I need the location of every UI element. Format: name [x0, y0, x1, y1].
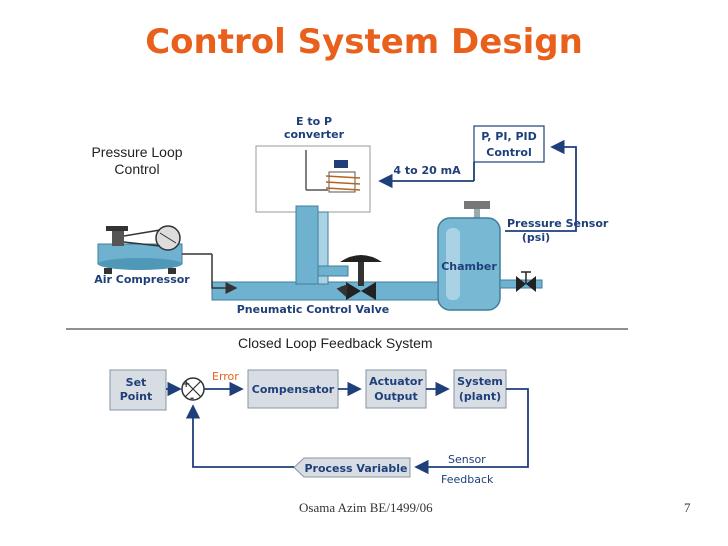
sensor-feedback-label-line1: Sensor	[448, 453, 486, 466]
pneumatic-valve-icon	[336, 255, 382, 300]
signal-label: 4 to 20 mA	[393, 164, 461, 177]
system-block	[453, 369, 507, 409]
pressure-loop-label-line2: Control	[114, 161, 160, 177]
actuator-block	[365, 369, 427, 409]
feedback-system-title: Closed Loop Feedback System	[238, 335, 433, 351]
pressure-sensor-icon	[464, 201, 490, 221]
pneumatic-pipe	[211, 205, 439, 301]
outlet-valve-icon	[516, 271, 536, 292]
feedback-return-line	[185, 404, 294, 468]
slide-title: Control System Design	[145, 22, 583, 62]
e-to-p-converter-box	[255, 145, 371, 213]
system-label-line2: (plant)	[459, 390, 501, 403]
sensor-feedback-line	[505, 139, 577, 232]
setpoint-label-line1: Set	[126, 376, 147, 389]
process-variable-label: Process Variable	[304, 462, 407, 475]
footer-author: Osama Azim BE/1499/06	[299, 500, 433, 515]
system-label-line1: System	[457, 375, 503, 388]
air-compressor-label: Air Compressor	[94, 273, 190, 286]
compensator-label: Compensator	[252, 383, 335, 396]
page-number: 7	[684, 500, 691, 515]
error-label: Error	[212, 370, 239, 383]
air-compressor-icon	[97, 225, 212, 274]
setpoint-block	[109, 369, 167, 411]
air-flow-line	[211, 254, 238, 294]
system-output-line	[414, 388, 529, 475]
pressure-sensor-label-line1: Pressure Sensor	[507, 217, 609, 230]
e-to-p-label-line2: converter	[284, 128, 345, 141]
pressure-loop-label: Pressure Loop Control	[91, 144, 206, 178]
compensator-block	[247, 369, 339, 409]
pressure-sensor-label-line2: (psi)	[522, 231, 550, 244]
pressure-loop-label-line1: Pressure Loop	[91, 144, 183, 160]
actuator-label-line2: Output	[374, 390, 417, 403]
process-variable-block	[293, 457, 411, 478]
e-to-p-label-line1: E to P	[296, 115, 332, 128]
converter-coil-icon	[305, 150, 361, 193]
pid-control-box	[473, 125, 545, 163]
chamber-label: Chamber	[441, 260, 497, 273]
pid-label-line1: P, PI, PID	[481, 130, 537, 143]
sum-plus-sign: +	[182, 379, 190, 390]
setpoint-label-line2: Point	[120, 390, 152, 403]
sum-minus-sign: -	[190, 393, 194, 404]
pid-label-line2: Control	[486, 146, 531, 159]
sensor-feedback-label-line2: Feedback	[441, 473, 494, 486]
pneumatic-valve-label: Pneumatic Control Valve	[237, 303, 390, 316]
actuator-label-line1: Actuator	[369, 375, 423, 388]
chamber-highlight	[446, 228, 460, 300]
